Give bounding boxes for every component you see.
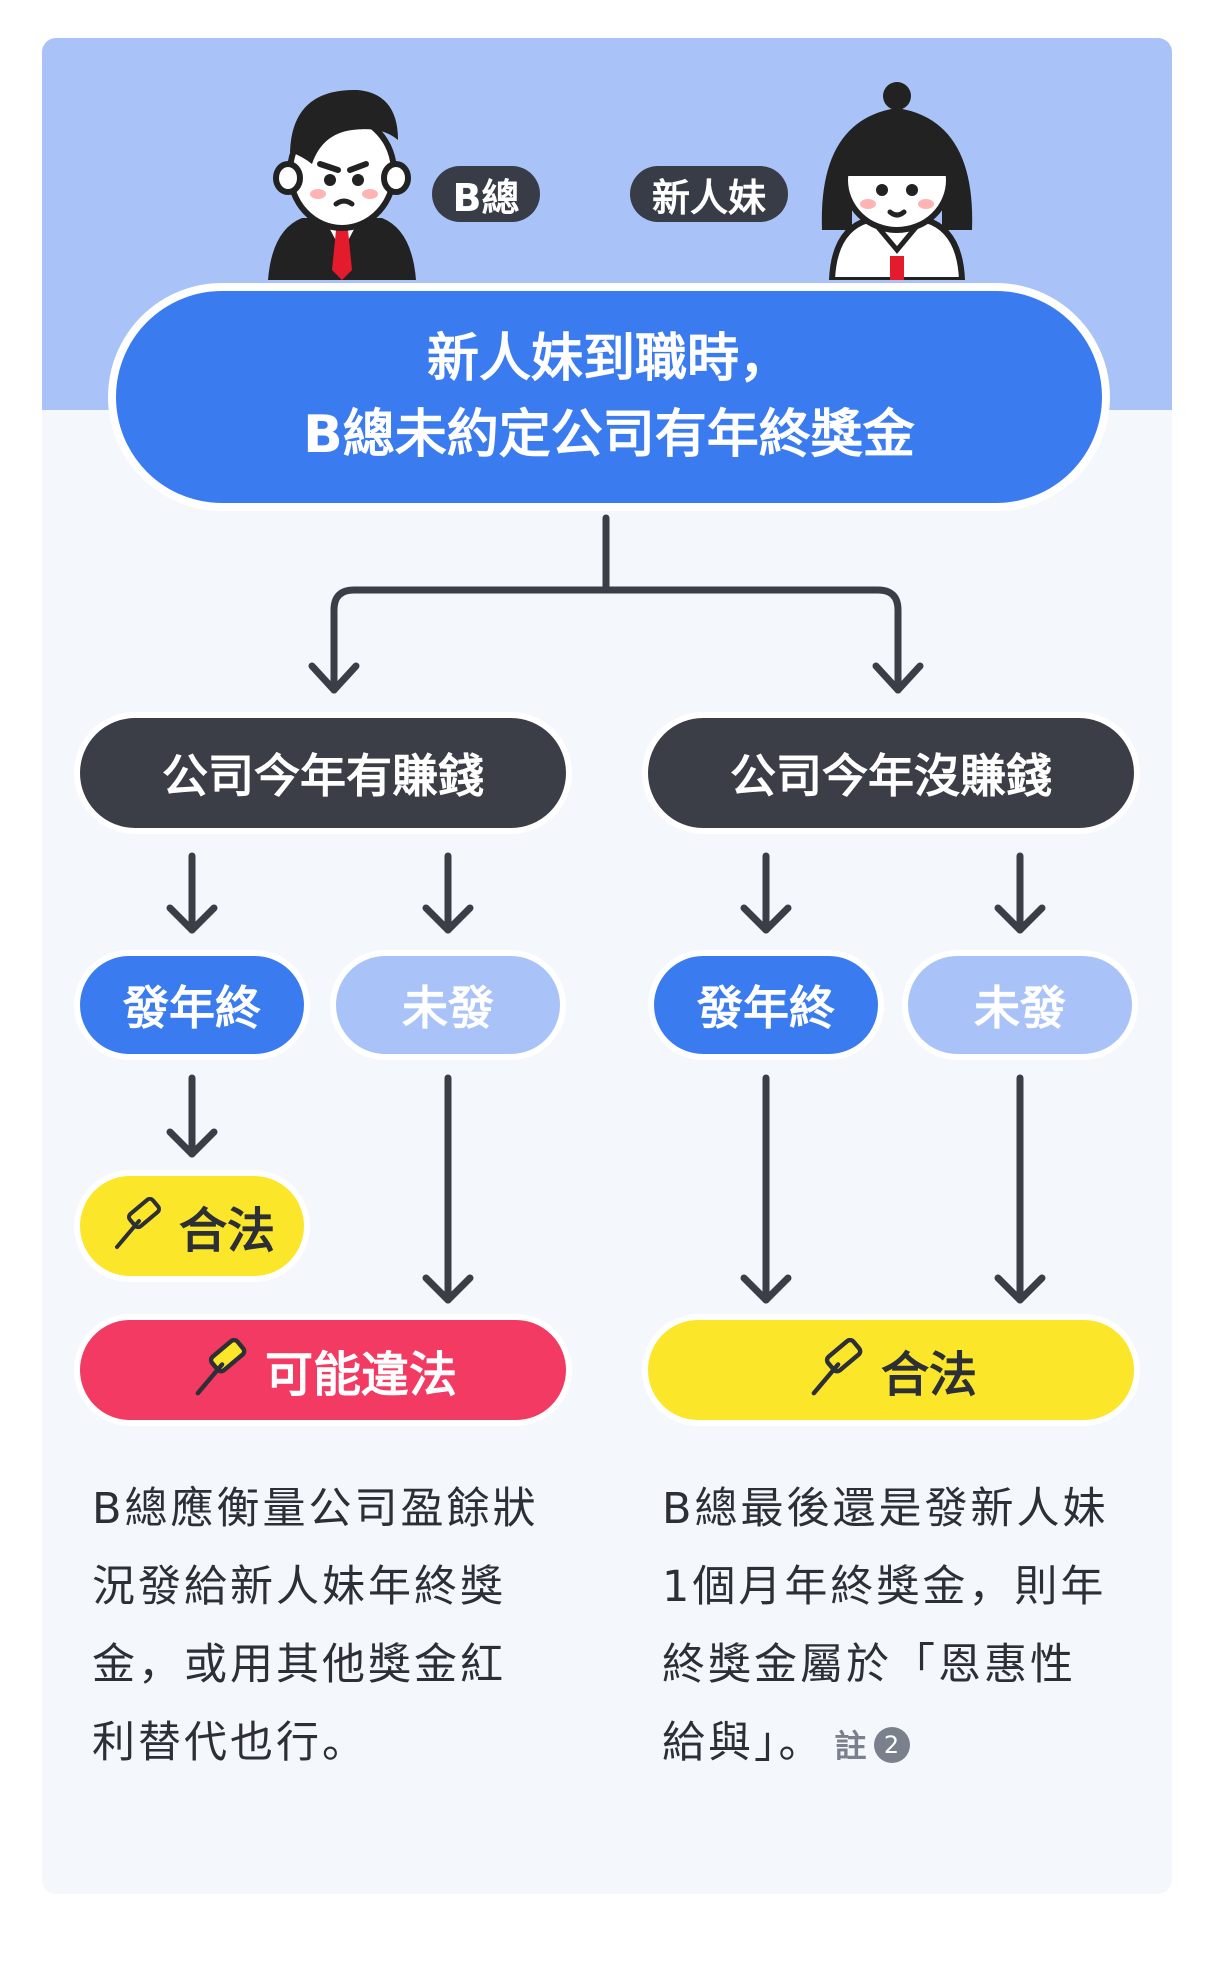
boss-label: B總 (432, 166, 540, 222)
boss-character-illustration (268, 89, 416, 280)
left-legal-label: 合法 (178, 1203, 275, 1259)
left-legal-result: 合法 (74, 1170, 310, 1282)
content-panel (42, 410, 1172, 1894)
branch-profit: 公司今年有賺錢 (74, 712, 572, 834)
newbie-character-illustration (821, 82, 973, 280)
right-note-line: 1個月年終獎金，則年 (662, 1562, 1107, 1612)
left-note-line: 金，或用其他獎金紅 (92, 1640, 506, 1690)
annotation-label[interactable]: 註 (834, 1727, 870, 1765)
gavel-icon (195, 1338, 247, 1396)
annotation-number-badge[interactable]: 2 (873, 1727, 910, 1763)
title-line-1: 新人妹到職時， (426, 329, 791, 389)
title-line-2: B總未約定公司有年終獎金 (303, 405, 915, 465)
left-note-line: 利替代也行。 (92, 1718, 368, 1768)
left-pay-bonus: 發年終 (74, 950, 310, 1060)
right-pay-bonus: 發年終 (648, 950, 884, 1060)
left-note-line: 況發給新人妹年終獎 (92, 1562, 506, 1612)
right-final-result: 合法 (642, 1314, 1140, 1426)
left-note-line: B總應衡量公司盈餘狀 (92, 1484, 539, 1534)
right-no-bonus: 未發 (902, 950, 1138, 1060)
newbie-label: 新人妹 (630, 166, 788, 222)
gavel-icon (114, 1197, 161, 1249)
right-final-label: 合法 (880, 1347, 977, 1403)
scenario-title: 新人妹到職時， B總未約定公司有年終獎金 (108, 283, 1110, 511)
right-note-text: 給與」。 (662, 1718, 825, 1768)
left-final-result: 可能違法 (74, 1314, 572, 1426)
left-no-bonus: 未發 (330, 950, 566, 1060)
left-final-label: 可能違法 (264, 1347, 457, 1403)
right-note-line: 終獎金屬於「恩惠性 (662, 1640, 1076, 1690)
gavel-icon (811, 1338, 863, 1396)
left-note: B總應衡量公司盈餘狀 況發給新人妹年終獎 金，或用其他獎金紅 利替代也行。 (92, 1470, 572, 1782)
branch-no-profit: 公司今年沒賺錢 (642, 712, 1140, 834)
right-note-line: B總最後還是發新人妹 (662, 1484, 1109, 1534)
